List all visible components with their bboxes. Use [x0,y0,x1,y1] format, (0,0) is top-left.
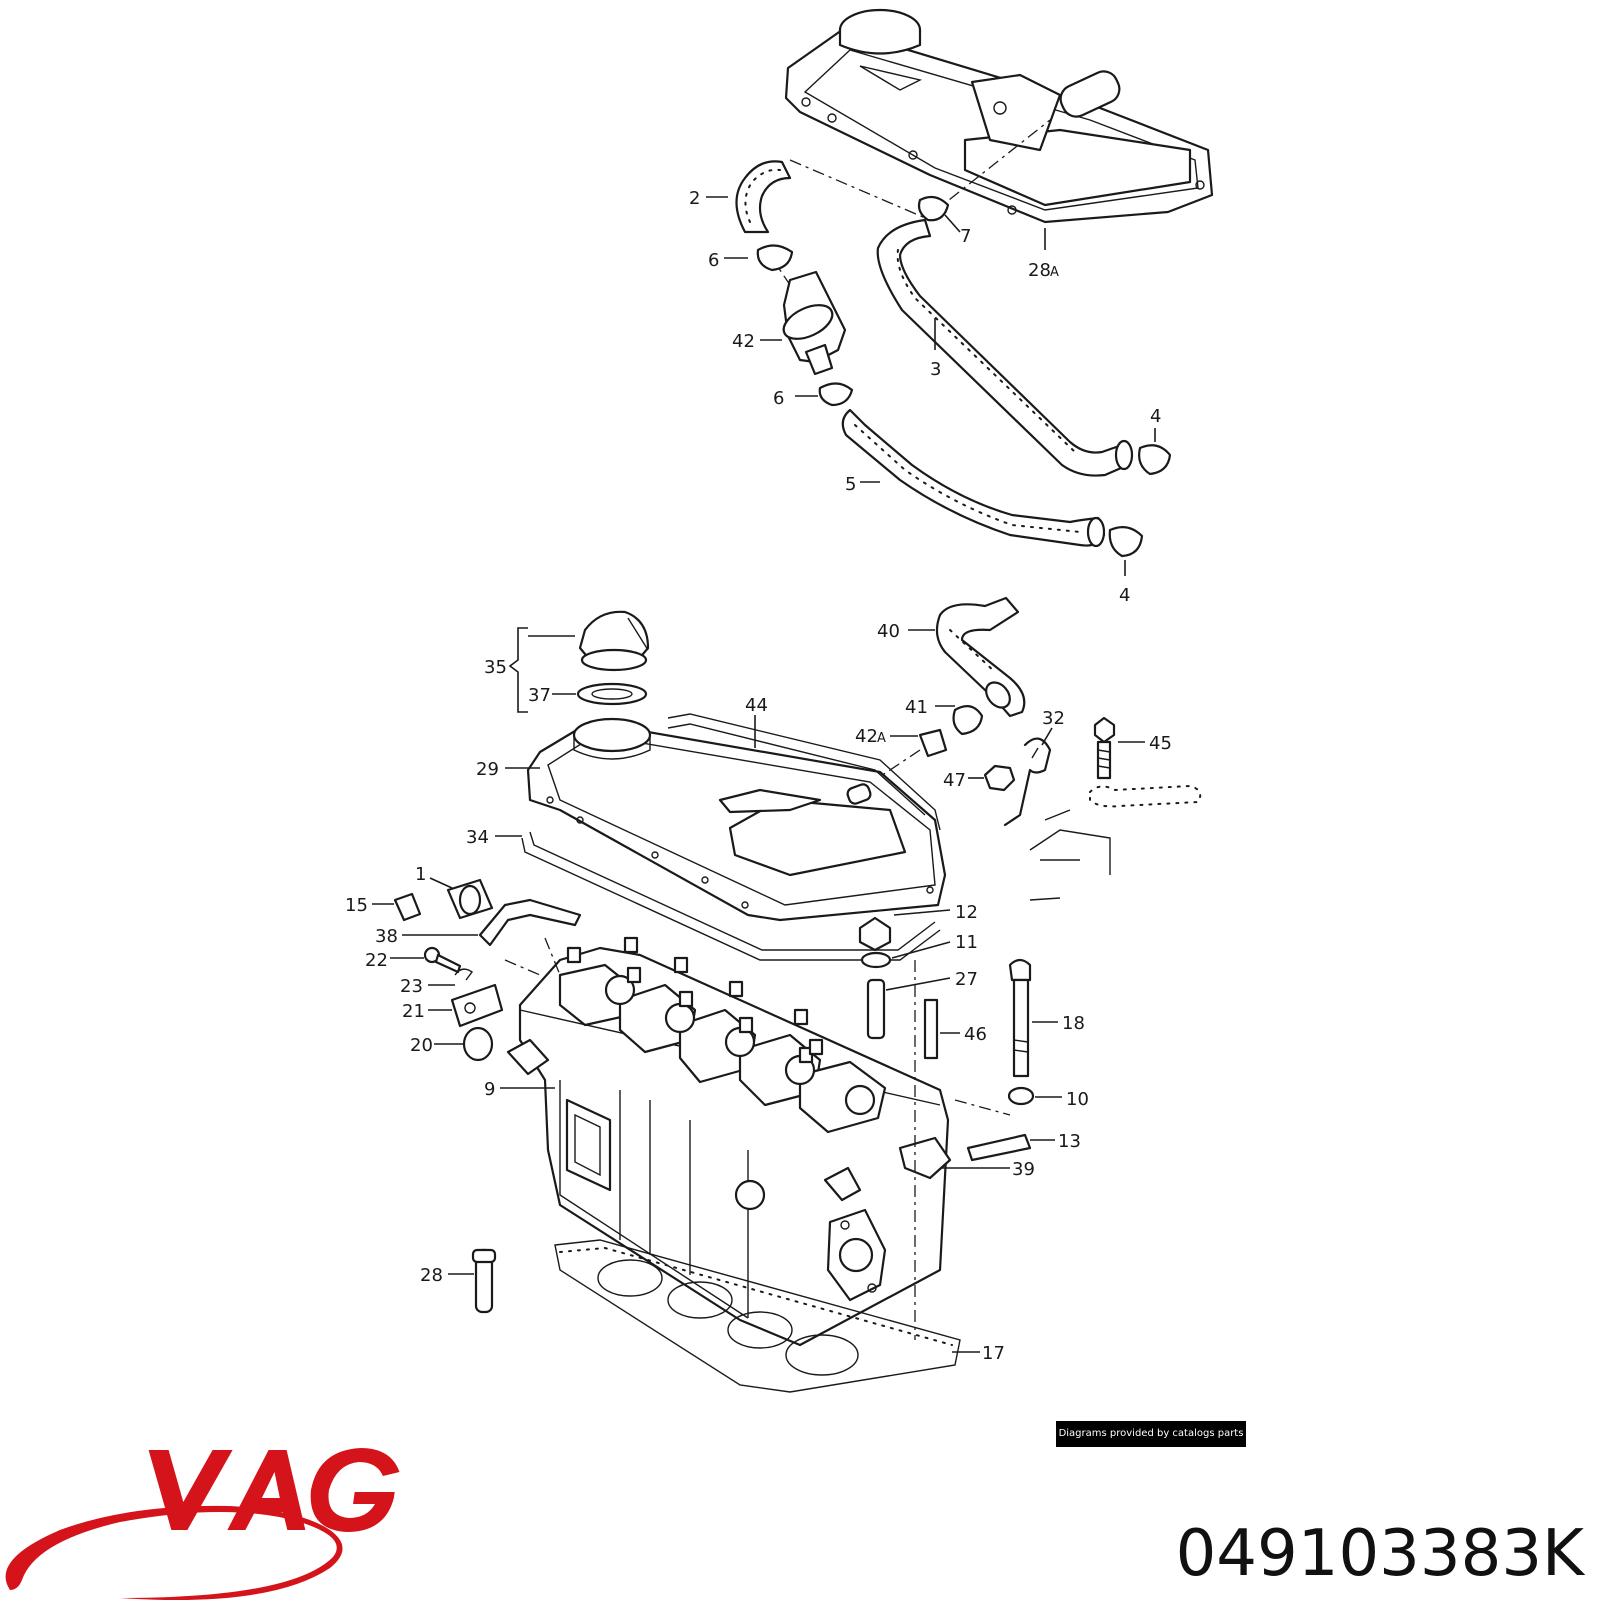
callout-18: 18 [1062,1013,1085,1034]
callout-29: 29 [476,759,499,780]
logo-wordmark [148,1448,400,1532]
callout-46: 46 [964,1024,987,1045]
callout-27: 27 [955,969,978,990]
callout-13: 13 [1058,1131,1081,1152]
callout-20: 20 [410,1035,433,1056]
callout-5: 5 [845,474,856,495]
callout-47: 47 [943,770,966,791]
callout-23: 23 [400,976,423,997]
callout-4-lower: 4 [1119,585,1130,606]
callout-10: 10 [1066,1089,1089,1110]
callout-42: 42 [732,331,755,352]
logo-swoosh [5,1505,343,1600]
callout-12: 12 [955,902,978,923]
callout-22: 22 [365,950,388,971]
callout-3: 3 [930,359,941,380]
callout-32: 32 [1042,708,1065,729]
callout-42a: 42 [855,726,878,747]
cylinder-head [506,936,950,1347]
callout-6-upper: 6 [708,250,719,271]
callout-9: 9 [484,1079,495,1100]
callout-11: 11 [955,932,978,953]
callout-42a-suffix: A [877,731,886,746]
callout-41: 41 [905,697,928,718]
callout-39: 39 [1012,1159,1035,1180]
part-number: 049103383K [1175,1517,1584,1591]
callout-35: 35 [484,657,507,678]
callout-44: 44 [745,695,768,716]
callout-38: 38 [375,926,398,947]
callout-40: 40 [877,621,900,642]
callout-17: 17 [982,1343,1005,1364]
callout-2: 2 [689,188,700,209]
callout-45: 45 [1149,733,1172,754]
brand-logo [5,1448,400,1600]
callout-28a-suffix: A [1050,265,1059,280]
callout-21: 21 [402,1001,425,1022]
callout-28a: 28 [1028,260,1051,281]
callout-15: 15 [345,895,368,916]
callout-4-upper: 4 [1150,406,1161,427]
callout-6-lower: 6 [773,388,784,409]
callout-1: 1 [415,864,426,885]
callout-28: 28 [420,1265,443,1286]
callout-34: 34 [466,827,489,848]
valve-cover-upper [784,8,1214,224]
callout-37: 37 [528,685,551,706]
diagram-credit-label: Diagrams provided by catalogs parts [1056,1421,1246,1447]
valve-cover-29 [526,717,947,922]
callout-7: 7 [960,226,971,247]
